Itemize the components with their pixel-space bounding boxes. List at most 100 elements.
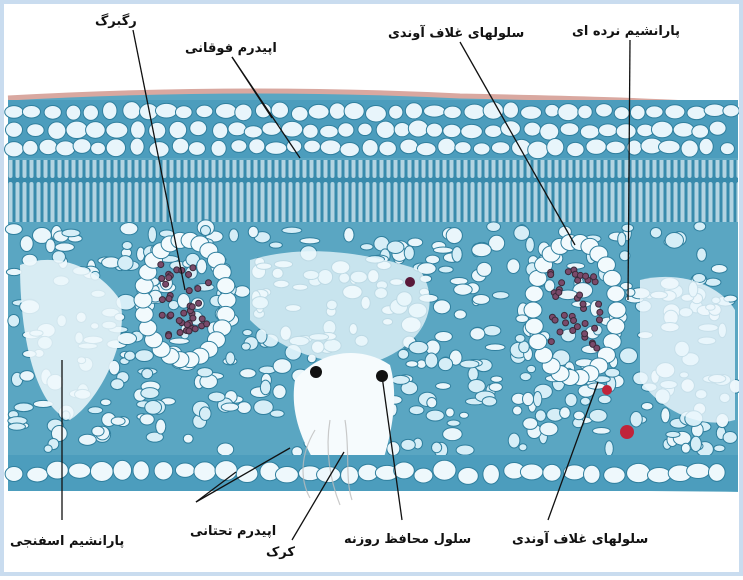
plant-cell [269,242,282,248]
plant-cell [149,122,166,139]
plant-cell [358,123,372,135]
plant-cell [189,304,195,310]
plant-cell [458,468,478,485]
plant-cell [199,407,211,420]
plant-cell [599,124,618,137]
plant-cell [414,468,433,483]
plant-cell [454,310,466,319]
plant-cell [46,239,55,253]
plant-cell [426,123,442,137]
plant-cell [708,464,725,482]
plant-cell [439,266,454,273]
plant-cell [62,229,80,237]
plant-cell [362,140,378,157]
plant-cell [605,441,613,457]
plant-cell [687,463,710,478]
plant-cell [673,122,694,137]
plant-cell [647,468,670,483]
plant-cell [394,122,410,136]
plant-cell [366,105,387,121]
plant-cell [584,465,600,483]
plant-cell [529,334,547,350]
plant-cell [91,142,106,155]
plant-cell [265,142,287,155]
plant-cell [477,262,492,276]
plant-cell [303,124,318,138]
plant-cell [714,445,725,452]
plant-cell [27,124,44,137]
plant-cell [591,274,597,280]
plant-cell [215,461,237,481]
plant-cell [229,229,238,242]
stain-spot [405,277,415,287]
plant-cell [204,321,210,327]
label-spongy: پارانشیم اسفنجی [10,534,124,550]
plant-cell [14,403,33,412]
plant-cell [626,288,635,296]
plant-cell [329,103,345,119]
plant-cell [111,379,124,390]
plant-cell [705,278,721,286]
plant-cell [192,326,198,332]
plant-cell [155,103,177,118]
plant-cell [607,286,625,302]
plant-cell [154,462,173,480]
plant-cell [405,103,422,119]
label-lower-epidermis: اپیدرم تحتانی [190,524,276,540]
plant-cell [23,140,38,155]
plant-cell [443,428,463,441]
plant-cell [47,461,69,479]
plant-cell [604,467,626,483]
plant-cell [66,105,81,120]
plant-cell [190,315,196,321]
plant-cell [213,123,228,139]
plant-cell [514,226,530,241]
plant-cell [122,242,132,250]
plant-cell [113,460,131,480]
plant-cell [416,143,436,156]
label-trichome: کرک [266,545,295,561]
plant-cell [446,408,455,417]
plant-cell [589,409,607,422]
plant-cell [88,407,103,414]
plant-cell [491,376,503,382]
plant-cell [217,278,235,294]
plant-cell [627,463,651,482]
plant-cell [5,122,22,137]
plant-cell [92,426,104,436]
plant-cell [520,464,543,480]
plant-cell [48,122,66,139]
plant-cell [149,142,169,157]
plant-cell [424,105,446,117]
plant-cell [231,140,247,153]
plant-cell [527,365,536,372]
plant-cell [291,107,308,122]
plant-cell [254,400,274,415]
plant-cell [168,312,174,318]
plant-cell [260,380,270,395]
plant-cell [525,318,543,334]
plant-cell [320,125,339,138]
plant-cell [218,292,236,308]
plant-cell [134,292,152,308]
plant-cell [190,265,196,271]
plant-cell [473,143,490,155]
plant-cell [389,105,403,119]
plant-cell [242,343,251,350]
plant-cell [561,312,567,318]
plant-cell [120,223,138,235]
plant-cell [487,222,501,232]
plant-cell [240,369,256,378]
plant-cell [140,414,154,425]
plant-cell [409,406,424,415]
plant-cell [489,383,502,392]
plant-cell [100,399,111,406]
plant-cell [341,466,359,484]
plant-cell [582,331,588,337]
plant-cell [699,138,713,154]
plant-cell [271,102,288,118]
plant-cell [237,402,251,414]
plant-cell [158,262,164,268]
plant-cell [196,300,202,306]
